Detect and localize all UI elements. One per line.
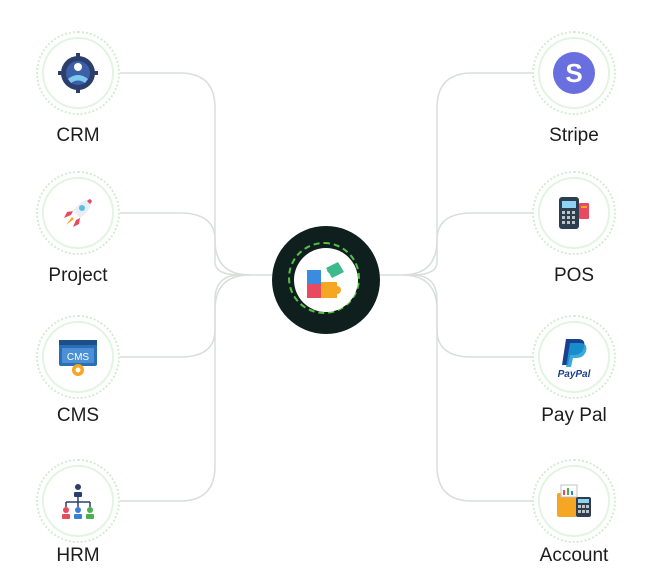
hrm-node[interactable] — [36, 459, 120, 543]
accounting-icon — [557, 484, 591, 517]
project-label: Project — [48, 265, 108, 286]
pos-label: POS — [553, 265, 595, 286]
cms-window-icon: CMS — [59, 340, 97, 376]
crm-node[interactable] — [36, 31, 120, 115]
account-label: Account — [539, 545, 609, 566]
paypal-node[interactable]: PayPal — [532, 315, 616, 399]
cms-badge: CMS — [67, 352, 90, 363]
paypal-label: Pay Pal — [541, 405, 607, 426]
account-node[interactable] — [532, 459, 616, 543]
pos-node[interactable] — [532, 171, 616, 255]
rocket-icon — [64, 199, 92, 227]
org-chart-icon — [62, 484, 94, 519]
stripe-node[interactable]: S — [532, 31, 616, 115]
crm-handshake-gear-icon — [58, 53, 98, 93]
cms-label: CMS — [56, 405, 100, 426]
central-hub[interactable] — [272, 226, 380, 334]
cms-node[interactable]: CMS — [36, 315, 120, 399]
paypal-badge: PayPal — [558, 369, 591, 379]
pos-terminal-icon — [559, 197, 589, 229]
paypal-icon: PayPal — [558, 339, 591, 379]
puzzle-icon — [307, 262, 344, 298]
stripe-icon: S — [553, 52, 595, 94]
stripe-badge: S — [565, 58, 582, 88]
crm-label: CRM — [56, 125, 100, 146]
stripe-label: Stripe — [549, 125, 599, 146]
hrm-label: HRM — [56, 545, 100, 566]
project-node[interactable] — [36, 171, 120, 255]
